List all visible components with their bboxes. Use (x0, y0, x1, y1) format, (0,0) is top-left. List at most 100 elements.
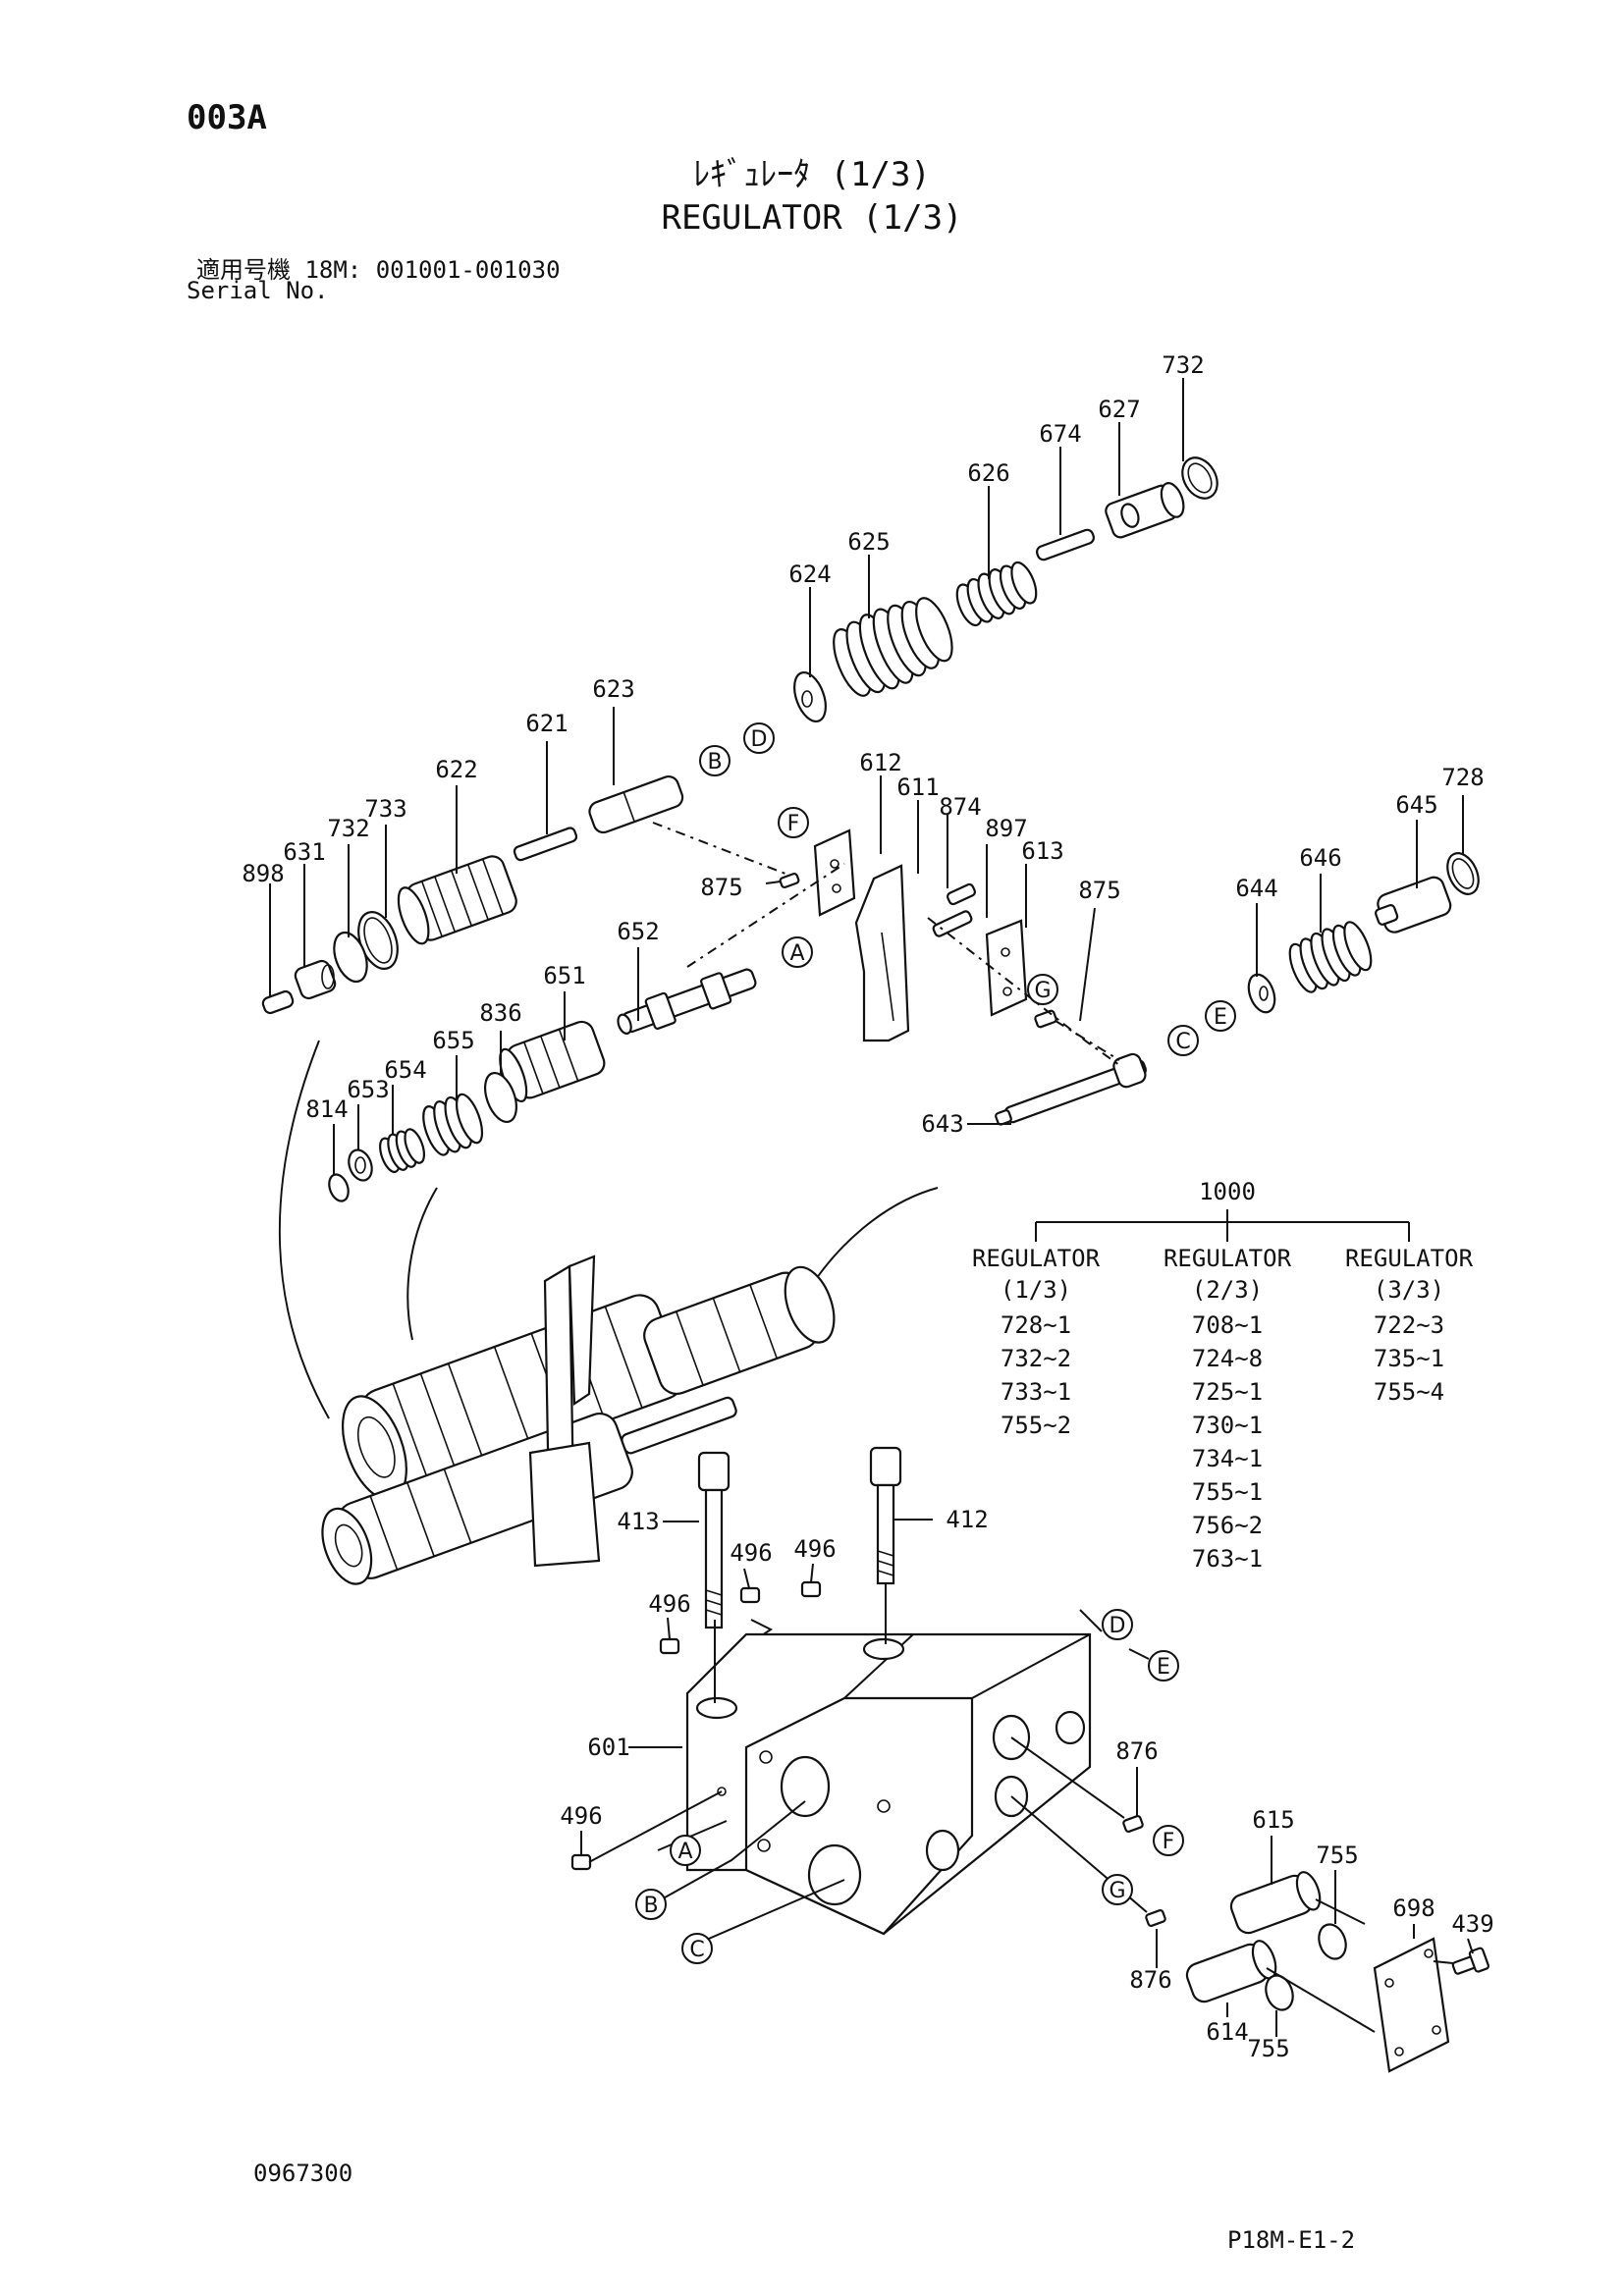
part-631-collar (294, 959, 337, 1000)
label-651: 651 (543, 962, 585, 989)
kit-col3-item: 735~1 (1374, 1345, 1444, 1372)
part-643-piston (995, 1052, 1147, 1126)
kit-col1-sub: (1/3) (1001, 1276, 1071, 1304)
label-876-a: 876 (1115, 1737, 1158, 1765)
lever-assembly (779, 828, 1057, 1042)
part-439-screw (1451, 1947, 1489, 1975)
kit-col2-item: 730~1 (1192, 1412, 1263, 1439)
marker-d-upper: D (751, 727, 768, 752)
kit-col2-item: 755~1 (1192, 1478, 1263, 1506)
part-876-pin-b (1145, 1909, 1166, 1927)
label-645: 645 (1395, 791, 1437, 819)
assembled-cutaway-view (278, 1040, 939, 1585)
part-874-pin (946, 882, 977, 906)
axis-b (652, 822, 791, 877)
part-732-ring (333, 931, 368, 984)
kit-col1-item: 732~2 (1001, 1345, 1071, 1372)
label-732-b: 732 (327, 815, 369, 842)
marker-b-upper: B (707, 750, 722, 774)
part-653-seat (348, 1148, 373, 1182)
kit-col2-item: 708~1 (1192, 1311, 1263, 1339)
label-496-a: 496 (730, 1539, 772, 1567)
label-614: 614 (1206, 2018, 1248, 2046)
kit-col1-name: REGULATOR (972, 1245, 1101, 1272)
part-624-seat (793, 671, 827, 722)
leader-lines (269, 378, 1474, 2037)
label-496-c: 496 (648, 1590, 690, 1618)
part-897-pin (932, 910, 973, 937)
label-627: 627 (1098, 396, 1140, 423)
label-643: 643 (921, 1110, 963, 1138)
page-code: 003A (187, 98, 267, 137)
label-413: 413 (617, 1508, 659, 1535)
label-755-a: 755 (1316, 1842, 1358, 1869)
part-412-bolt (869, 1446, 902, 1585)
lower-right-parts (1122, 1815, 1489, 2073)
kit-col2-name: REGULATOR (1164, 1245, 1292, 1272)
document-number: 0967300 (253, 2160, 353, 2187)
label-698: 698 (1392, 1895, 1435, 1922)
callout-curve-right (804, 1187, 939, 1297)
label-622: 622 (435, 756, 477, 783)
part-674-pin (1036, 528, 1095, 561)
callout-curve-mid (406, 1187, 438, 1341)
assembly-lines (588, 1583, 1454, 2033)
label-874: 874 (939, 793, 981, 821)
label-728: 728 (1441, 764, 1484, 791)
middle-spool-assembly (328, 968, 757, 1202)
kit-bracket (1035, 1209, 1410, 1242)
kit-col2-item: 724~8 (1192, 1345, 1263, 1372)
kit-col2-sub: (2/3) (1192, 1276, 1263, 1304)
label-674: 674 (1039, 420, 1081, 448)
part-627-plug (1105, 482, 1185, 539)
label-644: 644 (1235, 875, 1277, 902)
part-496-plug-a (739, 1586, 761, 1604)
label-875-a: 875 (700, 874, 742, 901)
part-621-rod (513, 827, 578, 862)
kit-col1-item: 733~1 (1001, 1378, 1071, 1406)
part-875-pin-a (779, 872, 800, 889)
marker-c-upper: C (1175, 1030, 1190, 1054)
part-613-plate (985, 919, 1028, 1017)
part-698-cover (1373, 1937, 1450, 2073)
label-615: 615 (1252, 1806, 1294, 1834)
kit-col3-item: 755~4 (1374, 1378, 1444, 1406)
part-836-snap-ring (484, 1072, 517, 1123)
label-631: 631 (283, 838, 325, 866)
label-439: 439 (1451, 1910, 1493, 1938)
marker-f-lower: F (1163, 1830, 1175, 1854)
label-624: 624 (788, 561, 831, 588)
circle-markers: B D F A G E C D E F G A B C (635, 722, 1236, 1964)
label-654: 654 (384, 1056, 426, 1084)
label-755-b: 755 (1247, 2035, 1289, 2062)
part-875-pin-b (1034, 1009, 1057, 1029)
serial-label: Serial No. (187, 277, 329, 304)
part-615-sleeve (1229, 1871, 1322, 1935)
label-876-b: 876 (1129, 1966, 1171, 1994)
kit-col2-item: 725~1 (1192, 1378, 1263, 1406)
part-622-sleeve (397, 855, 517, 945)
kit-number: 1000 (1199, 1178, 1256, 1205)
label-625: 625 (847, 528, 890, 556)
part-652-spool (617, 968, 757, 1035)
page-number: P18M-E1-2 (1227, 2226, 1356, 2254)
part-612-plate (813, 828, 856, 917)
part-496-plug-d (570, 1853, 592, 1871)
label-496-d: 496 (560, 1802, 602, 1830)
label-646: 646 (1299, 844, 1341, 872)
label-621: 621 (525, 710, 568, 737)
upper-spring-assembly (261, 456, 1218, 1015)
part-626-spring (955, 561, 1038, 627)
kit-table: 1000 REGULATOR (1/3) 728~1 732~2 733~1 7… (972, 1178, 1474, 1573)
marker-c-lower: C (689, 1938, 704, 1962)
label-613: 613 (1021, 837, 1063, 865)
part-876-pin-a (1122, 1815, 1144, 1833)
kit-col3-item: 722~3 (1374, 1311, 1444, 1339)
part-655-spring (422, 1093, 484, 1156)
part-755-ring-a (1318, 1923, 1347, 1960)
label-836: 836 (479, 999, 521, 1027)
label-652: 652 (617, 918, 659, 945)
part-413-bolt (697, 1451, 731, 1629)
marker-a-upper: A (789, 941, 804, 966)
